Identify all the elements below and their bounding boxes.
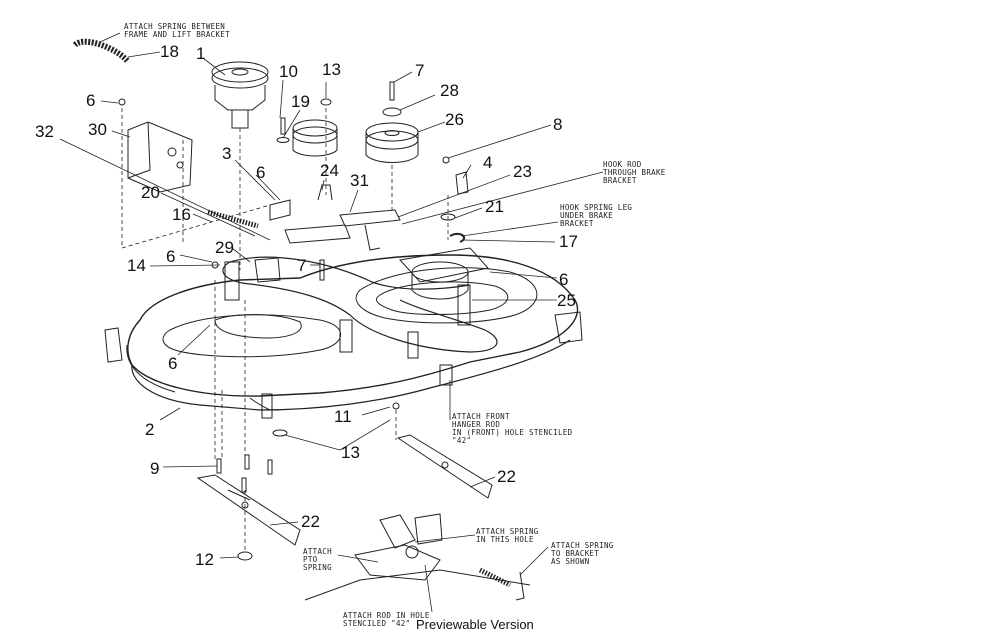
idler-pulley-26 <box>365 122 419 163</box>
callout-13-top: 13 <box>322 60 341 79</box>
note-spring-hole: ATTACH SPRING IN THIS HOLE <box>476 527 539 544</box>
blade-right-22 <box>396 434 493 499</box>
callout-18: 18 <box>160 42 179 61</box>
callout-25: 25 <box>557 291 576 310</box>
callout-12: 12 <box>195 550 214 569</box>
callout-6-right: 6 <box>559 270 569 289</box>
callout-14: 14 <box>127 256 146 275</box>
callout-6-bracket: 6 <box>256 163 266 182</box>
spring-18 <box>72 38 131 64</box>
callout-6-deck: 6 <box>168 354 178 373</box>
idler-pulley-24 <box>292 119 338 157</box>
callout-6-mid: 6 <box>166 247 176 266</box>
callout-7-top: 7 <box>415 61 425 80</box>
callout-3: 3 <box>222 144 232 163</box>
note-spring-bracket: ATTACH SPRING TO BRACKET AS SHOWN <box>551 541 614 566</box>
callout-8: 8 <box>553 115 563 134</box>
callout-30: 30 <box>88 120 107 139</box>
callout-26: 26 <box>445 110 464 129</box>
note-rod-hole: ATTACH ROD IN HOLE STENCILED "42" <box>343 611 430 628</box>
note-hook-spring: HOOK SPRING LEG UNDER BRAKE BRACKET <box>560 203 633 228</box>
callout-21: 21 <box>485 197 504 216</box>
callout-7-mid: 7 <box>297 256 307 275</box>
callout-4: 4 <box>483 153 493 172</box>
note-hook-rod: HOOK ROD THROUGH BRAKE BRACKET <box>603 160 666 185</box>
brake-bracket-assembly <box>224 171 469 301</box>
note-front-hanger-rod: ATTACH FRONT HANGER ROD IN (FRONT) HOLE … <box>452 412 573 445</box>
deck-housing <box>104 254 583 419</box>
callout-13-bottom: 13 <box>341 443 360 462</box>
pto-bracket-assembly <box>304 513 531 601</box>
callout-20: 20 <box>141 183 160 202</box>
callout-28: 28 <box>440 81 459 100</box>
callout-2: 2 <box>145 420 155 439</box>
center-spindle-assembly <box>399 247 489 326</box>
callout-1: 1 <box>196 44 206 63</box>
callout-31: 31 <box>350 171 369 190</box>
callout-17: 17 <box>559 232 578 251</box>
callout-23: 23 <box>513 162 532 181</box>
callout-32: 32 <box>35 122 54 141</box>
spring-16 <box>207 209 259 229</box>
callout-19: 19 <box>291 92 310 111</box>
note-pto-spring: ATTACH PTO SPRING <box>303 547 332 572</box>
callout-29: 29 <box>215 238 234 257</box>
alignment-lines <box>121 108 449 550</box>
callout-16: 16 <box>172 205 191 224</box>
lift-bracket-30 <box>127 121 193 193</box>
callout-10: 10 <box>279 62 298 81</box>
leader-lines <box>59 32 604 613</box>
callout-24: 24 <box>320 161 339 180</box>
callout-11: 11 <box>334 407 352 426</box>
footer-watermark: Previewable Version <box>416 617 534 632</box>
callout-22-left: 22 <box>301 512 320 531</box>
callout-6-topleft: 6 <box>86 91 96 110</box>
blade-left-22 <box>196 474 301 546</box>
note-attach-spring-frame: ATTACH SPRING BETWEEN FRAME AND LIFT BRA… <box>124 22 230 39</box>
callout-22-right: 22 <box>497 467 516 486</box>
callout-9: 9 <box>150 459 160 478</box>
